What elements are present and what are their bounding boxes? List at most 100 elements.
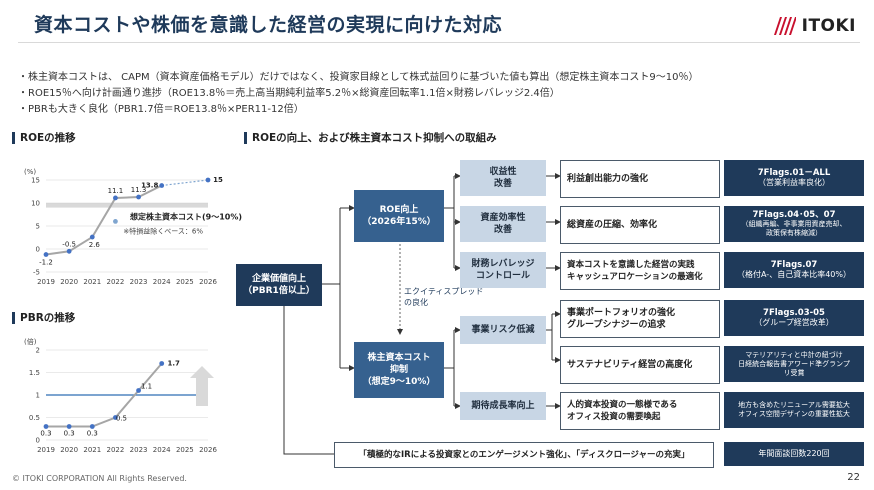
- series-line: [46, 362, 163, 428]
- root-node: 企業価値向上 （PBR1倍以上）: [236, 264, 322, 306]
- x-tick-label: 2022: [107, 446, 125, 454]
- flag-3: 7Flags.07 （格付A-、自己資本比率40%）: [724, 252, 864, 288]
- lever-label: 事業リスク低減: [471, 325, 535, 335]
- summary-bullets: ・株主資本コストは、 CAPM（資本資産価格モデル）だけではなく、投資家目線とし…: [18, 70, 698, 118]
- data-point: [159, 361, 165, 366]
- flag-head: 7Flags.03-05: [763, 308, 825, 318]
- data-label: 0.5: [116, 415, 127, 423]
- flag-head: 7Flags.04･05、07: [752, 209, 836, 220]
- data-label: -1.2: [39, 259, 53, 267]
- flag-sub: （格付A-、自己資本比率40%）: [737, 270, 851, 279]
- flag-sub: （営業利益率良化）: [758, 178, 830, 187]
- data-label: 11.3: [131, 186, 147, 194]
- data-point: [89, 424, 95, 429]
- ir-flag-label: 年間面談回数220回: [758, 449, 830, 458]
- action-label: 事業ポートフォリオの強化 グループシナジーの追求: [567, 308, 676, 330]
- page-number: 22: [847, 472, 860, 483]
- equity-spread-label: エクイティスプレッド の良化: [404, 287, 484, 307]
- bullet-3: ・PBRも大きく良化（PBR1.7倍＝ROE13.8％×PER11-12倍）: [18, 104, 304, 115]
- lever-label: 収益性 改善: [489, 167, 517, 189]
- y-tick-label: 1.5: [29, 369, 40, 377]
- data-label: 15: [213, 176, 223, 184]
- initiatives-title: ROEの向上、および株主資本コスト抑制への取組み: [244, 130, 497, 145]
- y-tick-label: 15: [31, 177, 40, 185]
- data-point: [136, 194, 141, 200]
- action-3: 資本コストを意識した経営の実践 キャッシュアロケーションの最適化: [560, 252, 720, 290]
- x-tick-label: 2020: [60, 278, 78, 286]
- cost-of-equity-band-label: 想定株主資本コスト(9～10%): [129, 211, 242, 221]
- flag-5: マテリアリティと中計の紐づけ 日経統合報告書アワード準グランプ リ受賞: [724, 346, 864, 382]
- special-point: [113, 219, 118, 224]
- x-tick-label: 2021: [83, 278, 101, 286]
- y-tick-label: 2: [36, 347, 40, 355]
- x-tick-label: 2019: [37, 446, 55, 454]
- bullet-1: ・株主資本コストは、 CAPM（資本資産価格モデル）だけではなく、投資家目線とし…: [18, 72, 699, 83]
- coe-down-node: 株主資本コスト 抑制 （想定9～10%）: [354, 342, 444, 398]
- ir-flag: 年間面談回数220回: [724, 442, 864, 466]
- x-tick-label: 2023: [130, 446, 148, 454]
- x-tick-label: 2020: [60, 446, 78, 454]
- company-logo: ITOKI: [772, 16, 856, 36]
- root-node-label: 企業価値向上 （PBR1倍以上）: [243, 274, 315, 296]
- x-tick-label: 2025: [176, 446, 194, 454]
- data-point: [89, 234, 95, 240]
- lever-asset-efficiency: 資産効率性 改善: [460, 206, 546, 242]
- lever-growth: 期待成長率向上: [460, 392, 546, 420]
- y-unit-label: (倍): [24, 337, 37, 346]
- lever-label: 期待成長率向上: [471, 401, 535, 411]
- x-tick-label: 2021: [83, 446, 101, 454]
- lever-financial-leverage: 財務レバレッジ コントロール: [460, 252, 546, 288]
- data-label: 1.1: [141, 383, 152, 391]
- roe-up-node: ROE向上 （2026年15%）: [354, 190, 444, 242]
- data-point: [66, 248, 72, 254]
- title-divider: [18, 42, 860, 43]
- flag-1: 7Flags.01－ALL （営業利益率良化）: [724, 160, 864, 196]
- lever-risk-reduction: 事業リスク低減: [460, 316, 546, 344]
- x-tick-label: 2024: [153, 446, 171, 454]
- data-point: [43, 424, 49, 429]
- action-4: 事業ポートフォリオの強化 グループシナジーの追求: [560, 300, 720, 338]
- action-label: 人的資本投資の一態様である オフィス投資の需要喚起: [567, 400, 678, 422]
- cost-of-equity-band: [46, 203, 208, 208]
- action-label: サステナビリティ経営の高度化: [567, 360, 693, 370]
- coe-down-label: 株主資本コスト 抑制 （想定9～10%）: [362, 353, 436, 387]
- special-point-label: ※特損益除くベース：6%: [123, 226, 203, 235]
- action-label: 資本コストを意識した経営の実践 キャッシュアロケーションの最適化: [567, 260, 703, 282]
- data-label: 11.1: [108, 187, 124, 195]
- flag-6: 地方も含めたリニューアル需要拡大 オフィス空間デザインの重要性拡大: [724, 392, 864, 428]
- x-tick-label: 2019: [37, 278, 55, 286]
- data-point: [66, 424, 72, 429]
- data-point: [113, 415, 118, 420]
- lever-profitability: 収益性 改善: [460, 160, 546, 196]
- data-label: 13.8: [141, 182, 158, 190]
- data-label: 0.3: [64, 430, 75, 438]
- action-1: 利益創出能力の強化: [560, 160, 720, 198]
- data-label: 0.3: [40, 430, 51, 438]
- x-tick-label: 2024: [153, 278, 171, 286]
- x-tick-label: 2025: [176, 278, 194, 286]
- y-tick-label: 0: [36, 246, 40, 254]
- pbr-section-title: PBRの推移: [12, 310, 75, 325]
- roe-up-label: ROE向上 （2026年15%）: [362, 205, 436, 227]
- flag-sub: 地方も含めたリニューアル需要拡大 オフィス空間デザインの重要性拡大: [738, 401, 850, 418]
- flag-4: 7Flags.03-05 （グループ経営改革）: [724, 300, 864, 336]
- ir-box-label: 「積極的なIRによる投資家とのエンゲージメント強化」、「ディスクロージャーの充実…: [358, 450, 690, 460]
- flag-sub: マテリアリティと中計の紐づけ 日経統合報告書アワード準グランプ リ受賞: [738, 350, 850, 377]
- action-5: サステナビリティ経営の高度化: [560, 346, 720, 384]
- y-unit-label: (%): [24, 168, 36, 176]
- y-tick-label: -5: [33, 269, 40, 277]
- x-tick-label: 2026: [199, 278, 217, 286]
- lever-label: 資産効率性 改善: [480, 213, 526, 235]
- y-tick-label: 10: [31, 200, 40, 208]
- data-point: [159, 183, 165, 188]
- data-label: 0.3: [87, 430, 98, 438]
- flag-2: 7Flags.04･05、07 （組織再編、非事業用資産売却、 政策保有株縮減）: [724, 206, 864, 242]
- flag-sub: （組織再編、非事業用資産売却、 政策保有株縮減）: [741, 219, 847, 237]
- bullet-2: ・ROE15％へ向け計画通り進捗（ROE13.8％＝売上高当期純利益率5.2％×…: [18, 88, 560, 99]
- action-2: 総資産の圧縮、効率化: [560, 206, 720, 244]
- ir-box: 「積極的なIRによる投資家とのエンゲージメント強化」、「ディスクロージャーの充実…: [334, 442, 714, 468]
- flag-sub: （グループ経営改革）: [754, 318, 834, 327]
- x-tick-label: 2026: [199, 446, 217, 454]
